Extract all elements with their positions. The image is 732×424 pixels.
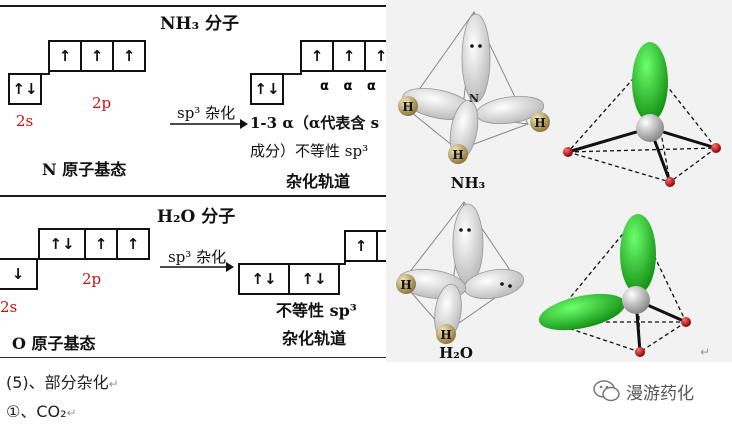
- watermark-text: 漫游药化: [626, 383, 694, 404]
- orbital-box: ↑: [346, 232, 378, 260]
- orbital-box: ↓: [11, 265, 25, 283]
- h2o-hybridization-label: sp³ 杂化: [168, 248, 227, 266]
- h2o-desc-line1: 不等性 sp³: [276, 301, 357, 320]
- section-heading-text: (5)、部分杂化: [6, 373, 109, 392]
- atom-label-n: N: [469, 92, 479, 105]
- atom-label-h: H: [452, 148, 463, 162]
- hydrogen-atom: [436, 324, 456, 344]
- nh3-tetrahedron-model: [563, 42, 721, 187]
- h2o-hybrid-low-boxes: ↑↓ ↑↓: [238, 263, 340, 295]
- h2o-title: H₂O 分子: [157, 207, 236, 227]
- top-rule: [0, 5, 386, 7]
- vertex-atom: [711, 143, 721, 153]
- nh3-label-2p: 2p: [92, 94, 112, 112]
- h2o-model-caption: H₂O: [439, 344, 473, 362]
- vertex-atom: [681, 317, 691, 327]
- list-item-text: ①、CO₂: [6, 402, 67, 421]
- lone-pair-lobe: [620, 214, 656, 294]
- nh3-model-caption: NH₃: [451, 174, 485, 192]
- atom-label-h: H: [440, 328, 451, 342]
- nh3-hybrid-high-boxes: ↑ ↑ ↑: [300, 40, 398, 72]
- h2o-label-2s: 2s: [0, 298, 18, 316]
- h2o-desc-line2: 杂化轨道: [282, 329, 347, 348]
- orbital-box: ↑↓: [240, 265, 290, 293]
- atom-label-h: H: [400, 278, 411, 292]
- watermark: 漫游药化: [592, 378, 694, 404]
- orbital-box: ↑↓: [301, 270, 327, 288]
- orbital-box: ↑↓: [12, 80, 38, 98]
- nh3-hybrid-low-box: ↑↓: [250, 73, 284, 105]
- nh3-desc-line2: 成分）不等性 sp³: [250, 142, 369, 160]
- orbital-box: ↑↓: [254, 80, 280, 98]
- orbital-box: ↑: [86, 230, 118, 258]
- return-mark: ↵: [700, 345, 711, 359]
- h2o-hybridization-arrow: [160, 262, 234, 272]
- panel-bottom-rule: [0, 357, 386, 358]
- molecule-models-panel: H H H N NH₃: [386, 0, 732, 362]
- lone-pair-lobe: [538, 293, 626, 331]
- nh3-desc-line3: 杂化轨道: [286, 172, 351, 191]
- nh3-desc-line1: 1-3 α（α代表含 s: [250, 114, 380, 132]
- h2o-orbital-model: H H: [396, 201, 525, 344]
- central-atom: [622, 286, 650, 314]
- atom-label-h: H: [402, 100, 413, 114]
- vertex-atom: [635, 347, 645, 357]
- wechat-icon: [593, 380, 620, 402]
- energy-level-line: [42, 73, 50, 75]
- h2o-tetrahedron-model: [538, 214, 691, 357]
- hydrogen-atom: [530, 112, 550, 132]
- section-heading: (5)、部分杂化↵: [6, 369, 119, 393]
- return-mark: ↵: [108, 377, 119, 391]
- vertex-atom: [665, 177, 675, 187]
- energy-level-line: [338, 263, 346, 265]
- orbital-box: ↑: [302, 42, 334, 70]
- h2o-ground-2s-box: ↓: [0, 258, 38, 290]
- lone-pair-lobe: [461, 13, 491, 103]
- molecule-models-figure: H H H N NH₃: [396, 11, 721, 362]
- orbital-box: ↑: [126, 235, 140, 253]
- nh3-hybridization-label: sp³ 杂化: [177, 104, 236, 122]
- nh3-ground-2s-box: ↑↓: [8, 73, 42, 105]
- h2o-ground-2p-boxes: ↑↓ ↑ ↑: [38, 228, 150, 260]
- hydrogen-atom: [396, 274, 416, 294]
- nh3-alpha-labels: α α α: [320, 79, 376, 94]
- h2o-label-2p: 2p: [82, 270, 102, 288]
- orbital-box: ↑: [50, 42, 82, 70]
- orbital-box: ↑: [334, 42, 366, 70]
- list-item-co2: ①、CO₂↵: [6, 398, 77, 422]
- h2o-ground-label: O 原子基态: [12, 334, 96, 353]
- nh3-label-2s: 2s: [16, 112, 34, 130]
- orbital-box: ↑↓: [40, 230, 86, 258]
- nh3-orbital-model: H H H N: [398, 11, 550, 164]
- atom-label-h: H: [534, 116, 545, 130]
- nh3-ground-label: N 原子基态: [42, 160, 127, 179]
- panel-divider: [0, 195, 386, 197]
- nh3-title: NH₃ 分子: [160, 14, 239, 34]
- energy-level-line: [284, 73, 302, 75]
- nh3-ground-2p-boxes: ↑ ↑ ↑: [48, 40, 146, 72]
- central-atom: [636, 114, 664, 142]
- lone-pair-lobe: [632, 42, 668, 122]
- vertex-atom: [563, 147, 573, 157]
- hydrogen-atom: [398, 96, 418, 116]
- nh3-hybridization-arrow: [170, 119, 248, 129]
- hydrogen-atom: [448, 144, 468, 164]
- orbital-box: ↑: [122, 47, 136, 65]
- orbital-box: ↑: [82, 42, 114, 70]
- return-mark: ↵: [66, 406, 77, 420]
